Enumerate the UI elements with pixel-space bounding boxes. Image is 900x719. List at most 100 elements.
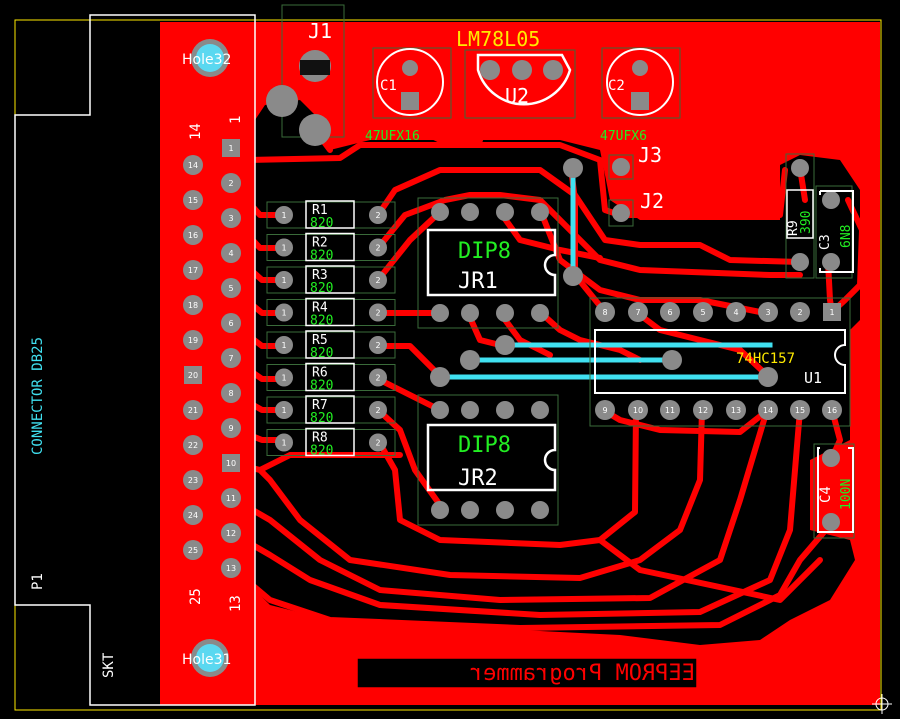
svg-text:2: 2 (375, 406, 380, 415)
svg-text:8: 8 (602, 308, 607, 317)
resistor-value: 820 (310, 216, 333, 231)
svg-text:25: 25 (188, 546, 198, 555)
db25-pin-24: 24 (183, 505, 203, 525)
db25-pin-20: 20 (184, 366, 202, 384)
db25-pin-3: 3 (221, 208, 241, 228)
svg-text:9: 9 (228, 424, 233, 433)
mounting-holes (191, 39, 229, 677)
svg-text:1: 1 (281, 341, 286, 350)
jr1-package: DIP8 (458, 239, 511, 264)
u1-pin-2: 2 (790, 302, 810, 322)
svg-text:10: 10 (633, 406, 643, 415)
connector-pin-25-label: 25 (188, 588, 204, 605)
u1-pin-13: 13 (726, 400, 746, 420)
board-label-box (356, 657, 698, 689)
svg-text:11: 11 (665, 406, 675, 415)
hole32-label: Hole32 (182, 52, 231, 68)
db25-connector-outline (14, 14, 256, 706)
resistor-value: 820 (310, 379, 333, 394)
connector-ref: P1 (30, 573, 46, 590)
u1-pin-16: 16 (822, 400, 842, 420)
db25-pin-18: 18 (183, 295, 203, 315)
db25-pin-11: 11 (221, 488, 241, 508)
svg-text:9: 9 (602, 406, 607, 415)
svg-text:11: 11 (226, 494, 236, 503)
svg-text:2: 2 (797, 308, 802, 317)
svg-text:1: 1 (281, 374, 286, 383)
r9-ref: R9 (786, 220, 801, 236)
svg-text:2: 2 (375, 439, 380, 448)
svg-text:18: 18 (188, 301, 198, 310)
svg-text:3: 3 (228, 214, 233, 223)
resistor-value: 820 (310, 411, 333, 426)
u1-pin-1: 1 (823, 303, 841, 321)
svg-text:21: 21 (188, 406, 198, 415)
c2-ref: C2 (608, 78, 625, 94)
svg-text:22: 22 (188, 441, 198, 450)
svg-text:5: 5 (700, 308, 705, 317)
board-label: EEPROM Programmer (470, 661, 695, 686)
u2-regulator (464, 49, 576, 119)
resistor-ref: R2 (312, 236, 328, 251)
svg-text:2: 2 (375, 276, 380, 285)
svg-text:10: 10 (226, 459, 236, 468)
u2-part: LM78L05 (456, 27, 540, 51)
db25-pin-19: 19 (183, 330, 203, 350)
svg-text:7: 7 (635, 308, 640, 317)
resistor-ref: R5 (312, 333, 328, 348)
j3-pad (608, 154, 634, 180)
db25-pin-22: 22 (183, 435, 203, 455)
c4-ref: C4 (818, 486, 834, 503)
c1-ref: C1 (380, 78, 397, 94)
j2-label: J2 (640, 189, 664, 213)
u1-pin-5: 5 (693, 302, 713, 322)
db25-pin-9: 9 (221, 418, 241, 438)
connector-type: SKT (101, 652, 117, 678)
db25-pin-14: 14 (183, 155, 203, 175)
j2-pad (608, 199, 634, 227)
c1-value: 47UFX16 (365, 129, 420, 144)
vias (430, 158, 778, 387)
c4-value: 100N (839, 479, 854, 510)
svg-text:2: 2 (375, 211, 380, 220)
svg-text:1: 1 (228, 144, 233, 153)
u1-pin-4: 4 (726, 302, 746, 322)
resistor-value: 820 (310, 281, 333, 296)
u1-part: 74HC157 (736, 351, 795, 367)
u1-ref: U1 (804, 369, 822, 387)
svg-text:23: 23 (188, 476, 198, 485)
resistor-value: 820 (310, 314, 333, 329)
db25-pin-10: 10 (222, 454, 240, 472)
u1-pin-6: 6 (660, 302, 680, 322)
resistor-ref: R3 (312, 268, 328, 283)
db25-pin-4: 4 (221, 243, 241, 263)
svg-text:17: 17 (188, 266, 198, 275)
db25-pin-17: 17 (183, 260, 203, 280)
svg-text:1: 1 (281, 439, 286, 448)
u2-ref: U2 (505, 84, 529, 108)
svg-text:2: 2 (375, 341, 380, 350)
svg-text:1: 1 (829, 308, 834, 317)
svg-text:4: 4 (228, 249, 233, 258)
resistor-ref: R6 (312, 366, 328, 381)
svg-text:3: 3 (765, 308, 770, 317)
svg-text:15: 15 (795, 406, 805, 415)
j1-jumper (266, 4, 345, 146)
svg-text:7: 7 (228, 354, 233, 363)
svg-text:1: 1 (281, 309, 286, 318)
jr1-ref: JR1 (458, 269, 498, 294)
svg-text:12: 12 (226, 529, 236, 538)
j1-label: J1 (308, 19, 332, 43)
db25-pin-1: 1 (222, 139, 240, 157)
svg-text:19: 19 (188, 336, 198, 345)
svg-text:5: 5 (228, 284, 233, 293)
dip8-jr1 (417, 197, 559, 329)
resistor-ref: R4 (312, 301, 328, 316)
